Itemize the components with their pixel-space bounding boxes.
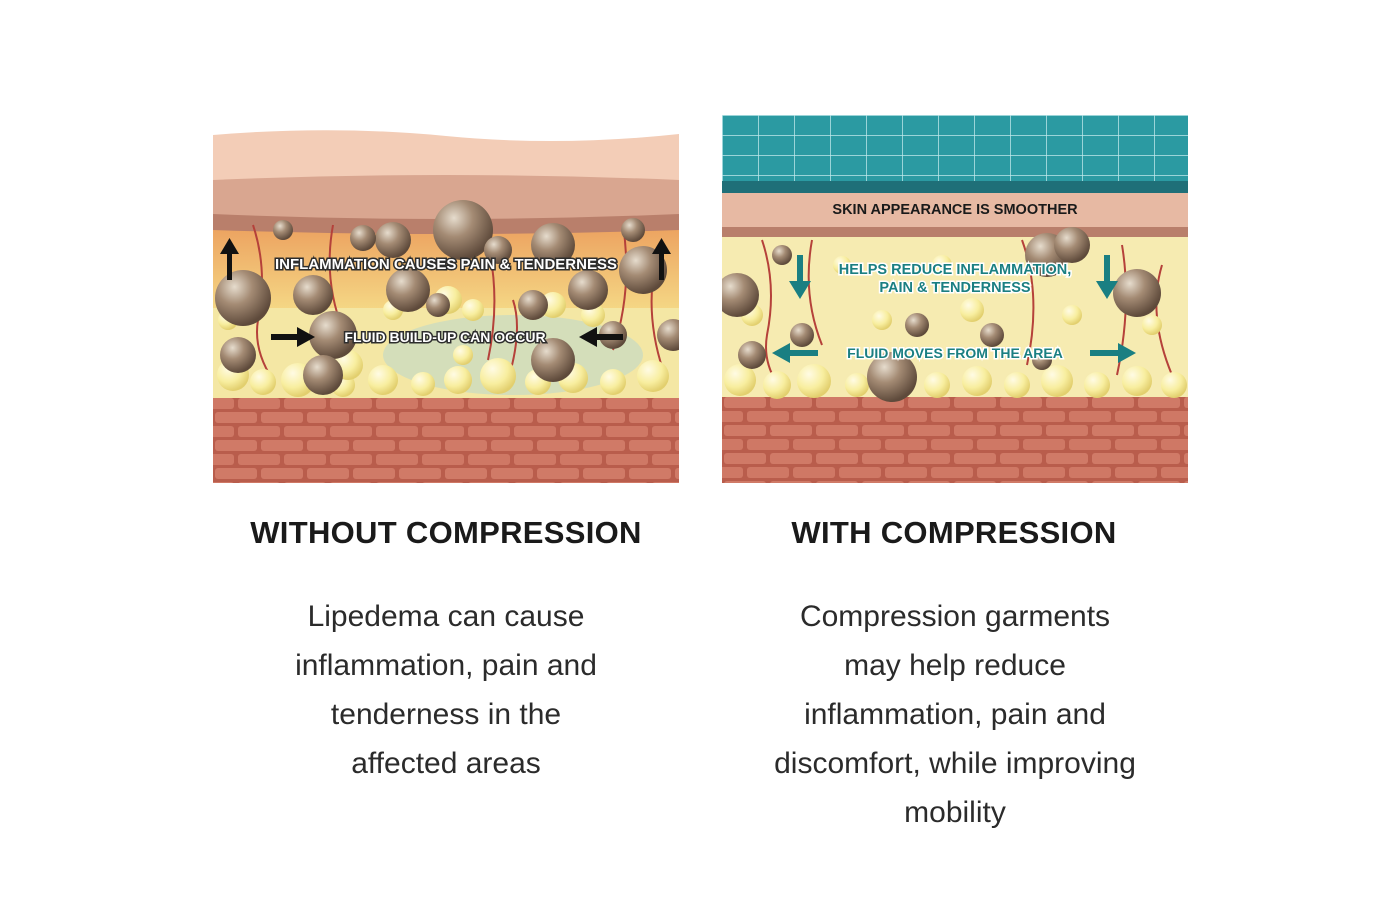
with-compression-heading: WITH COMPRESSION: [791, 515, 1117, 550]
skin-smoother-label: SKIN APPEARANCE IS SMOOTHER: [832, 202, 1078, 218]
without-compression-illustration: INFLAMMATION CAUSES PAIN & TENDERNESS FL…: [213, 130, 679, 483]
skin-cross-section-left: INFLAMMATION CAUSES PAIN & TENDERNESS FL…: [213, 130, 679, 483]
fluid-moves-arrows: [772, 343, 1136, 363]
with-compression-illustration: SKIN APPEARANCE IS SMOOTHER HELPS REDUCE…: [722, 115, 1188, 483]
fluid-moves-label: FLUID MOVES FROM THE AREA: [847, 345, 1063, 361]
without-compression-heading: WITHOUT COMPRESSION: [250, 515, 642, 550]
reduce-inflammation-label-1: HELPS REDUCE INFLAMMATION,: [839, 262, 1072, 278]
muscle-layer-right: [722, 397, 1188, 483]
inflammation-label: INFLAMMATION CAUSES PAIN & TENDERNESS: [275, 256, 617, 273]
compression-garment: [722, 115, 1188, 181]
reduce-inflammation-arrows: [789, 255, 1118, 299]
fluid-arrows: [271, 327, 623, 347]
without-compression-description: Lipedema can cause inflammation, pain an…: [295, 600, 597, 780]
reduce-inflammation-label-2: PAIN & TENDERNESS: [879, 280, 1031, 296]
skin-cross-section-right: SKIN APPEARANCE IS SMOOTHER HELPS REDUCE…: [722, 115, 1188, 483]
inflammation-arrows: [220, 238, 671, 280]
fat-nodules: [215, 200, 679, 395]
muscle-layer: [213, 392, 679, 483]
fluid-buildup-label: FLUID BUILD-UP CAN OCCUR: [344, 329, 545, 345]
fat-nodules-right: [722, 227, 1161, 402]
with-compression-description: Compression garments may help reduce inf…: [774, 600, 1136, 829]
